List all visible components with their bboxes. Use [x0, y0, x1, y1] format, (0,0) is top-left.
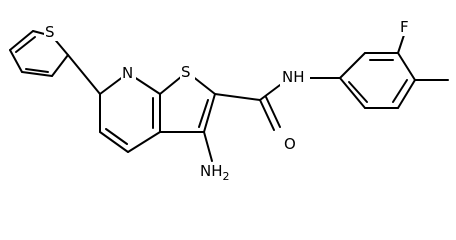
- atom-labels: S N S NH O F NH2: [44, 18, 412, 184]
- carboxamide-group: [214, 84, 281, 131]
- amine-nh-text: NH: [200, 162, 223, 180]
- atom-pyridine-nitrogen: N: [122, 64, 133, 82]
- atom-carbonyl-oxygen: O: [284, 135, 296, 153]
- atom-ring-sulfur: S: [181, 63, 191, 81]
- phenyl-ring: [309, 31, 449, 109]
- biaryl-bond: [67, 54, 101, 95]
- atom-fluorine: F: [400, 18, 409, 36]
- amine-bond: [203, 131, 213, 162]
- atom-amine-nh: NH2: [200, 162, 230, 183]
- structure-canvas: S N S NH O F NH2: [9, 18, 449, 184]
- atom-thiophene-sulfur: S: [45, 23, 55, 41]
- amine-subscript: 2: [223, 170, 230, 183]
- thiophene-ring: [9, 30, 69, 77]
- molecule-structure: S N S NH O F NH2: [9, 18, 449, 184]
- atom-amide-nh: NH: [282, 68, 305, 86]
- pyridine-ring: [99, 72, 161, 153]
